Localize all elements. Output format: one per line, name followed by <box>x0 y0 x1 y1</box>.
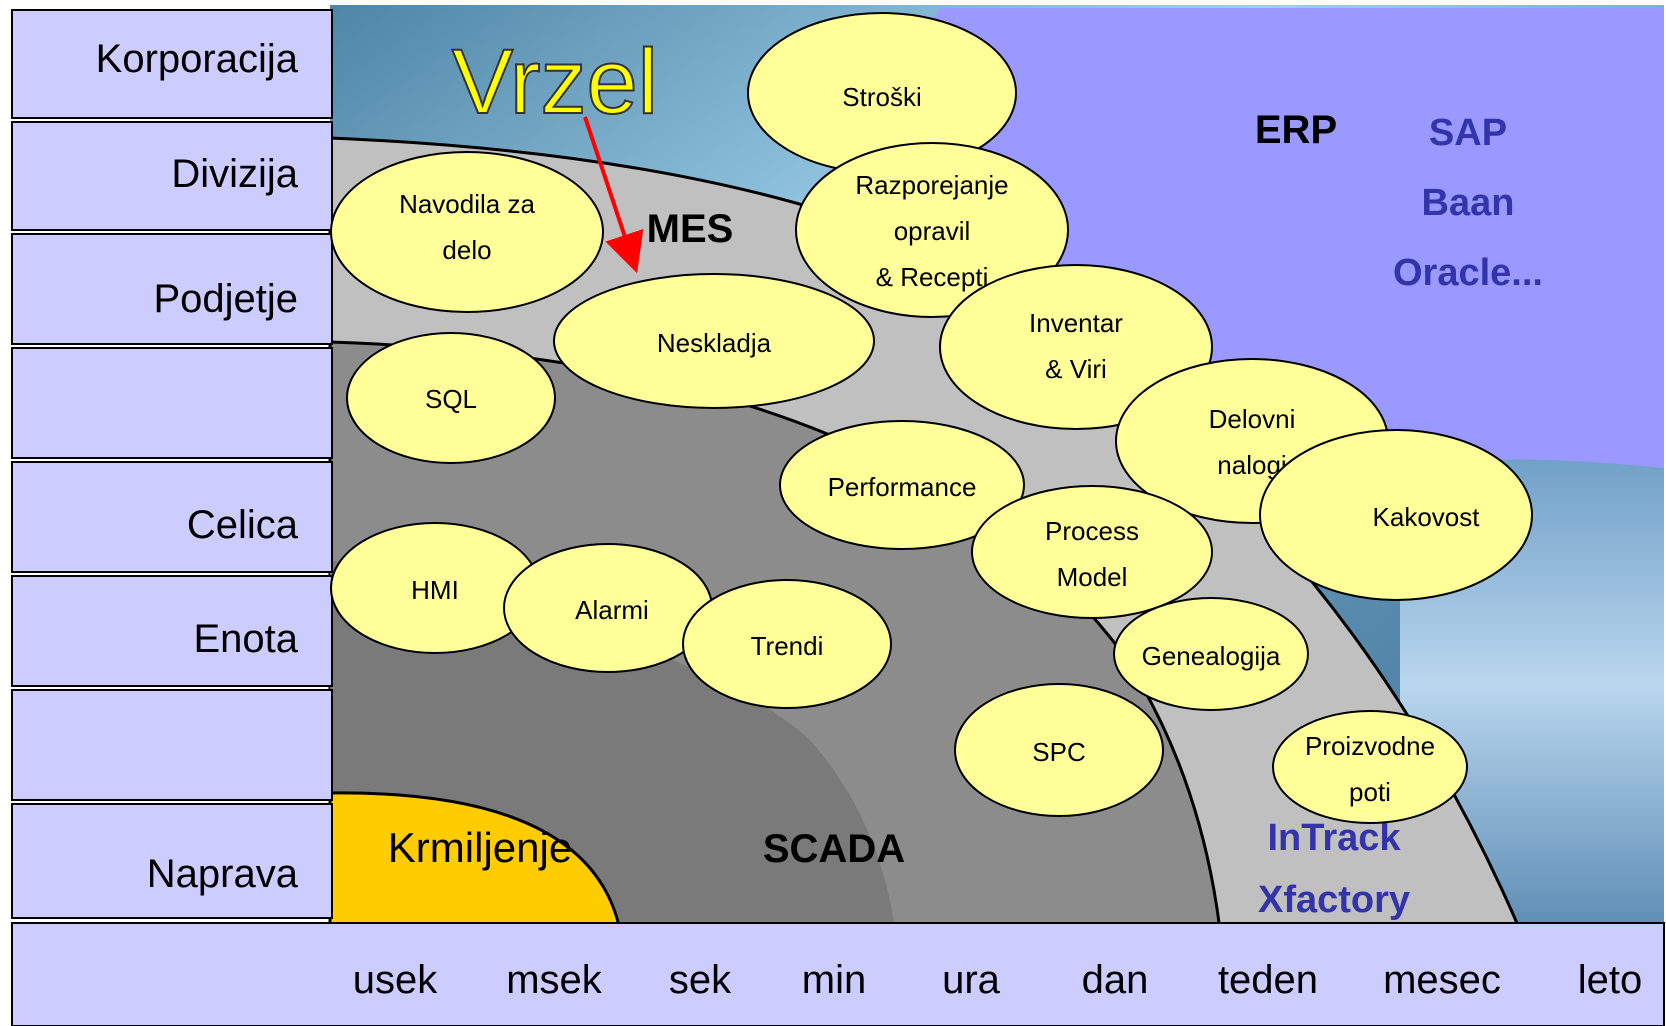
time-label: mesec <box>1383 958 1501 1002</box>
time-axis-band <box>11 922 1665 1026</box>
bubble-label: Kakovost <box>1373 502 1481 532</box>
time-label: teden <box>1218 958 1318 1002</box>
level-box <box>11 461 333 573</box>
level-label: Celica <box>187 503 299 547</box>
bubble-label: SPC <box>1032 737 1085 767</box>
level-box <box>11 803 333 919</box>
level-label: Podjetje <box>153 277 298 321</box>
gap-arrow <box>583 116 644 274</box>
time-label: sek <box>669 958 732 1002</box>
bubble-label: Model <box>1057 562 1128 592</box>
bubble-label: Genealogija <box>1142 641 1281 671</box>
control-label: Krmiljenje <box>388 824 572 871</box>
time-axis: usek msek sek min ura dan teden mesec le… <box>353 958 1643 1002</box>
bubble-label: HMI <box>411 575 459 605</box>
function-bubbles: Stroški Navodila za delo Razporejanje op… <box>330 12 1533 824</box>
bubble-label: poti <box>1349 777 1391 807</box>
bubble-neskladja <box>553 273 875 409</box>
bubble-label: & Recepti <box>876 262 989 292</box>
mes-vendor: Xfactory <box>1258 879 1410 921</box>
bubble-kakovost <box>1259 429 1533 601</box>
bubble-navodila <box>330 151 604 313</box>
bubble-genealogija <box>1113 597 1309 711</box>
bubble-performance <box>779 420 1025 550</box>
level-box <box>11 233 333 345</box>
erp-label: ERP <box>1255 108 1337 152</box>
bubble-label: Performance <box>828 472 977 502</box>
bubble-label: Process <box>1045 516 1139 546</box>
level-label: Divizija <box>171 152 298 196</box>
gap-label: Vrzel <box>452 31 658 133</box>
bubble-process-model <box>971 485 1213 619</box>
level-label: Korporacija <box>96 37 299 81</box>
mes-label: MES <box>647 207 734 251</box>
bubble-label: Inventar <box>1029 308 1123 338</box>
bubble-label: delo <box>442 235 491 265</box>
time-label: usek <box>353 958 438 1002</box>
time-label: ura <box>942 958 1001 1002</box>
bubble-label: Trendi <box>751 631 824 661</box>
erp-vendor: Baan <box>1422 182 1515 224</box>
scada-label: SCADA <box>763 827 905 871</box>
bubble-label: Neskladja <box>657 328 772 358</box>
erp-vendor: SAP <box>1429 112 1507 154</box>
time-label: msek <box>506 958 603 1002</box>
level-box <box>11 121 333 231</box>
bubble-label: Navodila za <box>399 189 535 219</box>
bubble-proizvodne <box>1272 710 1468 824</box>
time-label: dan <box>1082 958 1149 1002</box>
erp-vendor: Oracle... <box>1393 252 1543 294</box>
time-label: min <box>802 958 866 1002</box>
bubble-spc <box>954 683 1164 817</box>
level-box <box>11 575 333 687</box>
bubble-label: Alarmi <box>575 595 649 625</box>
bubble-label: Delovni <box>1209 404 1296 434</box>
level-box <box>11 9 333 119</box>
bubble-label: Stroški <box>842 82 921 112</box>
control-region <box>328 791 622 932</box>
bubble-label: opravil <box>894 216 971 246</box>
bubble-label: Proizvodne <box>1305 731 1435 761</box>
level-box <box>11 689 333 801</box>
level-column: Korporacija Divizija Podjetje Celica Eno… <box>11 9 333 919</box>
bubble-sql <box>346 332 556 464</box>
bubble-inventar <box>939 264 1213 430</box>
level-label: Naprava <box>147 852 299 896</box>
bubble-label: & Viri <box>1045 354 1107 384</box>
bubble-razporejanje <box>795 142 1069 318</box>
mes-vendor: InTrack <box>1267 817 1401 859</box>
time-label: leto <box>1578 958 1643 1002</box>
bubble-label: SQL <box>425 384 477 414</box>
bubble-label: Razporejanje <box>855 170 1008 200</box>
bubble-trendi <box>682 579 892 709</box>
level-box <box>11 347 333 459</box>
level-label: Enota <box>193 617 298 661</box>
